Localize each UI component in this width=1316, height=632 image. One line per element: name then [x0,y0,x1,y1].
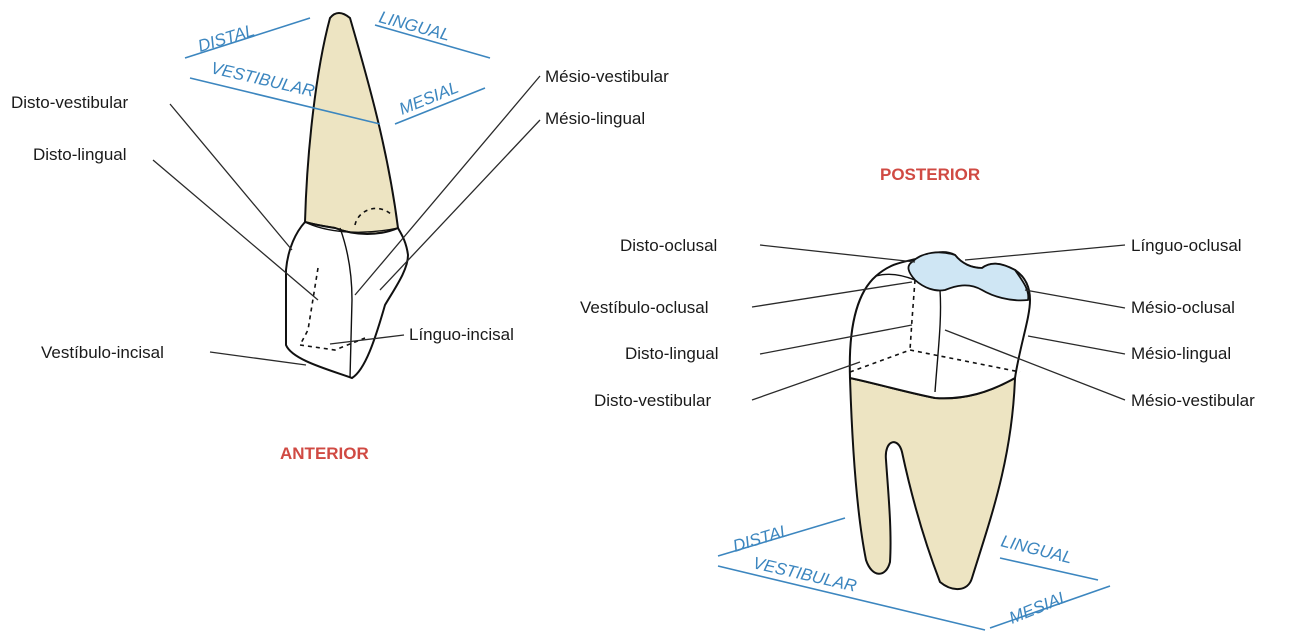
label-vestibulo-oclusal: Vestíbulo-oclusal [580,298,709,317]
label-mesio-vestibular: Mésio-vestibular [1131,391,1255,410]
leader-linguo-oclusal [965,245,1125,260]
leader-mesio-lingual [380,120,540,290]
anterior-dir-mesial: MESIAL [396,78,461,119]
label-disto-lingual: Disto-lingual [33,145,127,164]
leader-posterior-disto-vestibular [752,362,860,400]
leader-mesio-oclusal [1025,290,1125,308]
leader-disto-lingual [153,160,318,300]
posterior-dir-mesial: MESIAL [1006,587,1071,628]
label-posterior-disto-lingual: Disto-lingual [625,344,719,363]
posterior-title: POSTERIOR [880,165,980,184]
anterior-dir-lingual: LINGUAL [377,8,452,45]
leader-disto-vestibular [170,104,292,250]
label-mesio-vestibular: Mésio-vestibular [545,67,669,86]
anterior-dir-distal: DISTAL [196,21,257,56]
label-disto-oclusal: Disto-oclusal [620,236,717,255]
anterior-crown [286,222,408,378]
label-posterior-disto-vestibular: Disto-vestibular [594,391,711,410]
label-vestibulo-incisal: Vestíbulo-incisal [41,343,164,362]
leader-vestibulo-incisal [210,352,306,365]
posterior-direction-axes: DISTAL VESTIBULAR LINGUAL MESIAL [718,518,1110,630]
leader-disto-oclusal [760,245,915,262]
label-linguo-oclusal: Línguo-oclusal [1131,236,1242,255]
anterior-title: ANTERIOR [280,444,369,463]
posterior-dir-distal: DISTAL [731,521,792,556]
label-mesio-lingual: Mésio-lingual [1131,344,1231,363]
label-disto-vestibular: Disto-vestibular [11,93,128,112]
anterior-tooth [286,13,408,378]
anterior-root [305,13,398,234]
label-mesio-oclusal: Mésio-oclusal [1131,298,1235,317]
anterior-dir-vestibular: VESTIBULAR [209,58,316,100]
label-linguo-incisal: Línguo-incisal [409,325,514,344]
leader-mesio-lingual [1028,336,1125,354]
posterior-dir-vestibular: VESTIBULAR [751,553,858,595]
label-mesio-lingual: Mésio-lingual [545,109,645,128]
posterior-dir-lingual: LINGUAL [999,531,1074,567]
posterior-roots [850,378,1015,589]
